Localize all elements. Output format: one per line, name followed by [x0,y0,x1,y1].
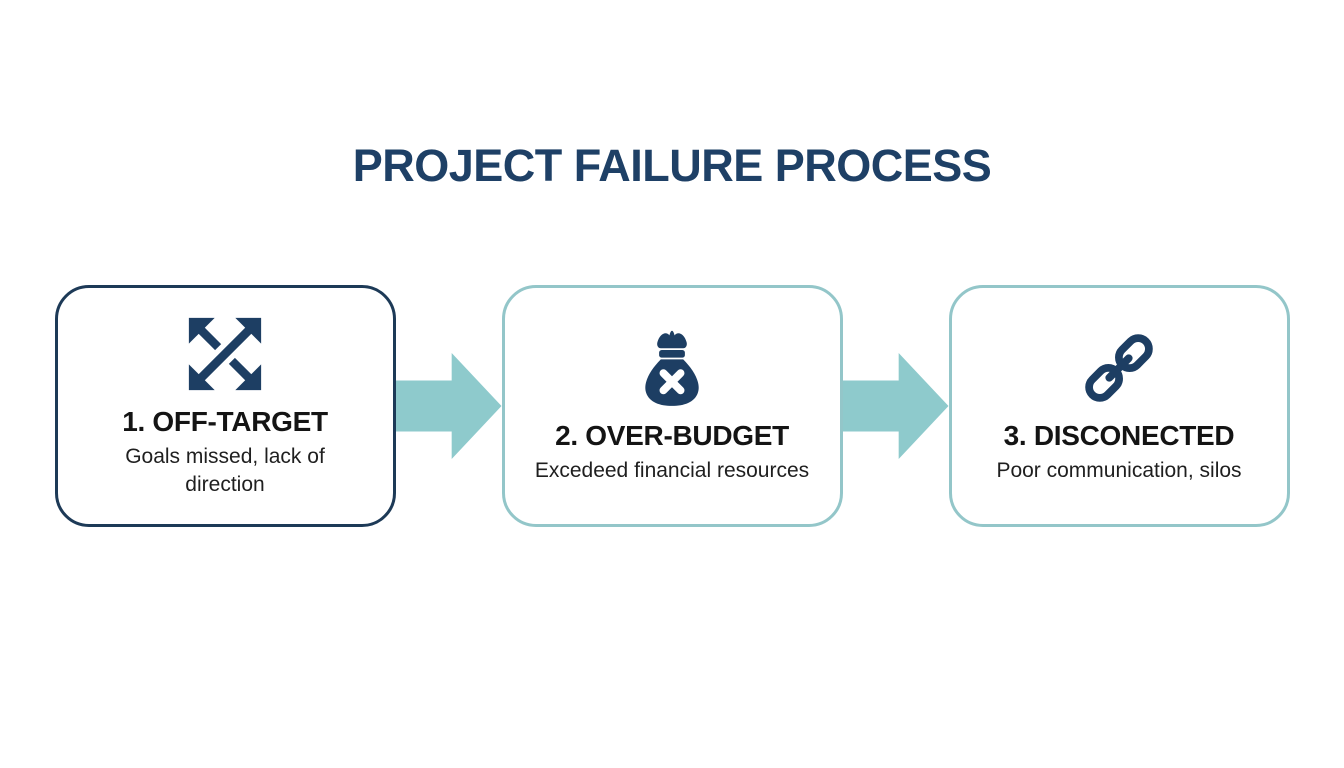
step-card-over-budget: 2. OVER-BUDGET Excedeed financial resour… [501,285,843,527]
step-title: 3. DISCONECTED [1003,419,1235,451]
step-title: 2. OVER-BUDGET [555,419,789,451]
process-flow: 1. OFF-TARGET Goals missed, lack of dire… [0,285,1344,527]
diverging-arrows-icon [179,308,271,400]
step-description: Poor communication, silos [996,458,1242,482]
step-description: Excedeed financial resources [534,458,810,482]
step-title: 1. OFF-TARGET [122,405,328,437]
arrow-right-icon [842,353,949,459]
step-description: Goals missed, lack of direction [125,444,325,496]
step-card-off-target: 1. OFF-TARGET Goals missed, lack of dire… [54,285,396,527]
arrow-right-icon [395,353,502,459]
money-bag-x-icon [626,322,718,414]
page-title: PROJECT FAILURE PROCESS [352,140,992,191]
chain-link-icon [1073,322,1165,414]
step-card-disconnected: 3. DISCONECTED Poor communication, silos [948,285,1290,527]
